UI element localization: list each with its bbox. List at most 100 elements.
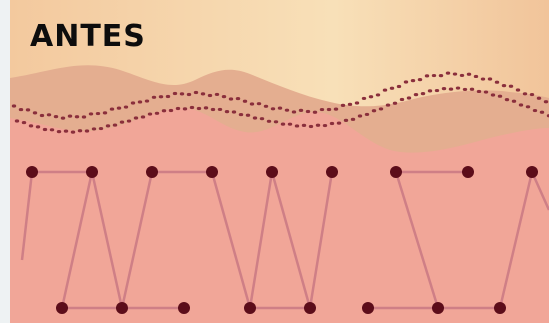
basal-cell-dot <box>495 81 499 84</box>
basal-cell-dot <box>229 97 233 100</box>
fiber-node <box>362 302 374 314</box>
basal-cell-dot <box>390 87 394 90</box>
fiber-node <box>304 302 316 314</box>
basal-cell-dot <box>453 72 457 75</box>
basal-cell-dot <box>470 88 474 91</box>
basal-cell-dot <box>117 106 121 109</box>
basal-cell-dot <box>362 97 366 100</box>
basal-cell-dot <box>288 123 292 126</box>
basal-cell-dot <box>383 88 387 91</box>
basal-cell-dot <box>285 109 289 112</box>
basal-cell-dot <box>323 124 327 127</box>
basal-cell-dot <box>516 88 520 91</box>
basal-cell-dot <box>29 124 33 127</box>
basal-cell-dot <box>183 107 187 110</box>
fiber-node <box>146 166 158 178</box>
basal-cell-dot <box>533 109 537 112</box>
basal-cell-dot <box>376 93 380 96</box>
basal-cell-dot <box>166 95 170 98</box>
basal-cell-dot <box>393 102 397 105</box>
fiber-node <box>462 166 474 178</box>
basal-cell-dot <box>400 98 404 101</box>
basal-cell-dot <box>474 75 478 78</box>
basal-cell-dot <box>274 120 278 123</box>
basal-cell-dot <box>208 94 212 97</box>
basal-cell-dot <box>512 100 516 103</box>
basal-cell-dot <box>421 92 425 95</box>
basal-cell-dot <box>411 79 415 82</box>
basal-cell-dot <box>75 115 79 118</box>
basal-cell-dot <box>404 80 408 83</box>
fiber-node <box>390 166 402 178</box>
basal-cell-dot <box>484 90 488 93</box>
basal-cell-dot <box>519 103 523 106</box>
basal-cell-dot <box>425 74 429 77</box>
basal-cell-dot <box>92 127 96 130</box>
basal-cell-dot <box>407 96 411 99</box>
basal-cell-dot <box>250 102 254 105</box>
basal-cell-dot <box>526 105 530 108</box>
fiber-node <box>206 166 218 178</box>
basal-cell-dot <box>379 107 383 110</box>
basal-cell-dot <box>159 95 163 98</box>
basal-cell-dot <box>190 106 194 109</box>
basal-cell-dot <box>99 127 103 130</box>
basal-cell-dot <box>239 113 243 116</box>
basal-cell-dot <box>365 113 369 116</box>
panel-title: ANTES <box>30 22 146 52</box>
basal-cell-dot <box>306 110 310 113</box>
basal-cell-dot <box>110 107 114 110</box>
basal-cell-dot <box>295 124 299 127</box>
basal-cell-dot <box>145 99 149 102</box>
basal-cell-dot <box>194 91 198 94</box>
basal-cell-dot <box>19 108 23 111</box>
basal-cell-dot <box>169 109 173 112</box>
basal-cell-dot <box>334 108 338 111</box>
skin-illustration-panel: ANTES <box>10 0 549 323</box>
basal-cell-dot <box>344 119 348 122</box>
basal-cell-dot <box>204 106 208 109</box>
basal-cell-dot <box>120 120 124 123</box>
basal-cell-dot <box>428 89 432 92</box>
basal-cell-dot <box>509 85 513 88</box>
fiber-node <box>494 302 506 314</box>
basal-cell-dot <box>505 98 509 101</box>
basal-cell-dot <box>271 107 275 110</box>
basal-cell-dot <box>320 108 324 111</box>
basal-cell-dot <box>82 115 86 118</box>
basal-cell-dot <box>96 112 100 115</box>
basal-cell-dot <box>89 112 93 115</box>
fiber-node <box>244 302 256 314</box>
basal-cell-dot <box>351 118 355 121</box>
basal-cell-dot <box>113 123 117 126</box>
basal-cell-dot <box>134 116 138 119</box>
basal-cell-dot <box>327 108 331 111</box>
basal-cell-dot <box>337 122 341 125</box>
basal-cell-dot <box>162 109 166 112</box>
basal-cell-dot <box>138 100 142 103</box>
basal-cell-dot <box>432 74 436 77</box>
basal-cell-dot <box>127 119 131 122</box>
basal-cell-dot <box>463 88 467 91</box>
basal-cell-dot <box>313 111 317 114</box>
basal-cell-dot <box>299 109 303 112</box>
basal-cell-dot <box>131 101 135 104</box>
basal-cell-dot <box>523 92 527 95</box>
basal-cell-dot <box>257 102 261 105</box>
fiber-node <box>432 302 444 314</box>
basal-cell-dot <box>236 97 240 100</box>
basal-cell-dot <box>540 111 544 114</box>
basal-cell-dot <box>15 119 19 122</box>
fiber-node <box>326 166 338 178</box>
basal-cell-dot <box>537 97 541 100</box>
basal-cell-dot <box>414 93 418 96</box>
basal-cell-dot <box>71 131 75 134</box>
basal-cell-dot <box>243 100 247 103</box>
basal-cell-dot <box>460 74 464 77</box>
basal-cell-dot <box>330 122 334 125</box>
basal-cell-dot <box>103 111 107 114</box>
basal-cell-dot <box>477 90 481 93</box>
basal-cell-dot <box>481 77 485 80</box>
basal-cell-dot <box>12 104 16 107</box>
basal-cell-dot <box>281 123 285 126</box>
